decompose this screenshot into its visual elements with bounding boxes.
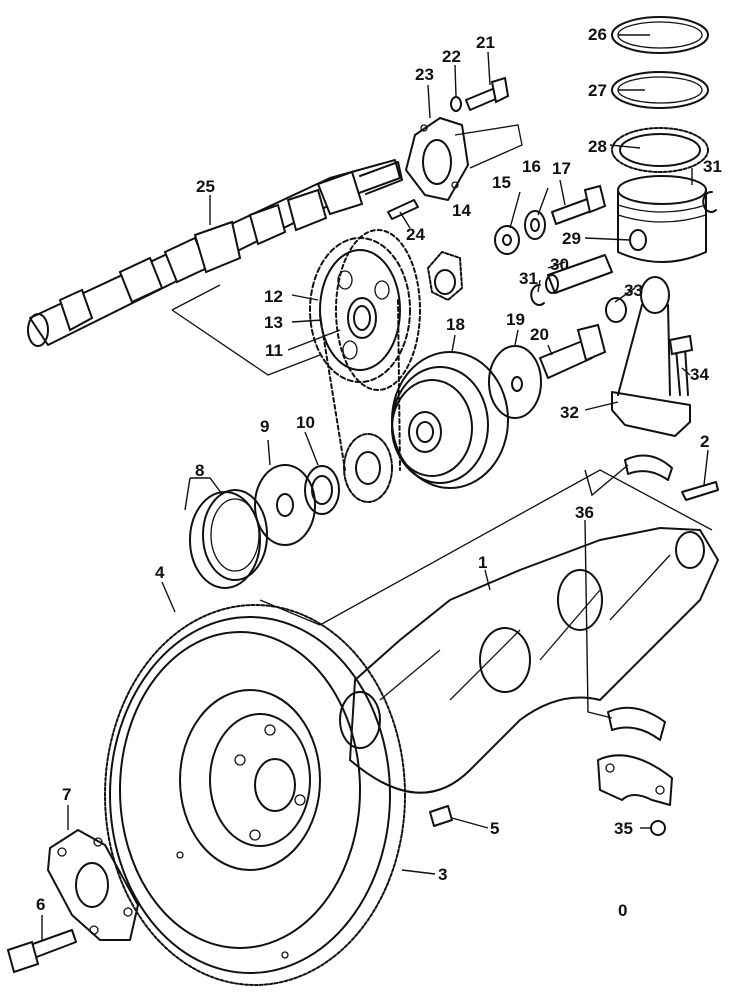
camshaft-sprocket (309, 237, 411, 383)
bearing-shell-36-lower (607, 706, 666, 741)
spacer-10 (304, 465, 340, 515)
washer-16 (524, 210, 546, 240)
piston-ring-27 (611, 71, 709, 109)
flywheel-bolt-6 (6, 929, 77, 974)
callout-12: 12 (264, 287, 283, 306)
piston-ring-26 (611, 16, 709, 54)
washer-16-inner (530, 218, 540, 232)
bolt-17 (551, 184, 607, 225)
small-end-bush-33 (605, 297, 627, 323)
callout-32: 32 (560, 403, 579, 422)
bolt-21 (465, 76, 510, 111)
callout-26: 26 (588, 25, 607, 44)
callout-3: 3 (438, 865, 447, 884)
callout-35: 35 (614, 819, 633, 838)
callout-17: 17 (552, 159, 571, 178)
connecting-rod (611, 276, 691, 437)
washer-22 (450, 96, 462, 112)
callout-7: 7 (62, 785, 71, 804)
callout-9: 9 (260, 417, 269, 436)
callout-20: 20 (530, 325, 549, 344)
dowel-pin-5 (429, 805, 453, 827)
thrust-washers-8 (189, 489, 268, 589)
callout-31-upper: 31 (703, 157, 722, 176)
callout-11: 11 (265, 341, 283, 360)
distributor-drive-gear (427, 251, 463, 301)
camshaft (27, 159, 403, 347)
flywheel-plate-7 (47, 829, 139, 941)
rod-bolt-34 (668, 334, 694, 396)
callout-14: 14 (452, 201, 471, 220)
assembly-outline (454, 124, 523, 169)
callout-6: 6 (36, 895, 45, 914)
callout-5: 5 (490, 819, 499, 838)
callout-31-lower: 31 (519, 269, 538, 288)
callout-30: 30 (550, 255, 569, 274)
piston-pin-30 (545, 254, 613, 294)
callout-24: 24 (406, 225, 425, 244)
key-24 (387, 199, 419, 220)
corner-mark: 0 (618, 901, 627, 920)
callout-16: 16 (522, 157, 541, 176)
callout-4: 4 (155, 563, 165, 582)
callout-33: 33 (624, 281, 643, 300)
callout-13: 13 (264, 313, 283, 332)
pulley-washer-19 (488, 345, 542, 419)
flywheel (104, 604, 406, 986)
assembly-outline-crank (259, 469, 713, 626)
bearing-shell-36-upper (624, 454, 673, 481)
oil-ring-28 (611, 127, 709, 173)
assembly-outline-sprocket (171, 284, 321, 376)
callout-28: 28 (588, 137, 607, 156)
piston (617, 175, 707, 263)
callout-22: 22 (442, 47, 461, 66)
oil-ring-28-inner (619, 133, 701, 167)
crankshaft (339, 527, 719, 794)
callout-21: 21 (476, 33, 495, 52)
nut-35 (650, 820, 666, 836)
leader-lines (41, 34, 709, 940)
callout-15: 15 (492, 173, 511, 192)
spacer-15-inner (502, 234, 512, 246)
callout-2: 2 (700, 432, 709, 451)
woodruff-key-2 (681, 481, 719, 501)
callout-25: 25 (196, 177, 215, 196)
callout-1: 1 (478, 553, 487, 572)
callout-27: 27 (588, 81, 607, 100)
callout-labels: 1 2 3 4 5 6 7 8 9 10 11 12 13 14 15 16 1… (36, 25, 722, 920)
spacer-15 (494, 225, 520, 255)
camshaft-thrust-plate (405, 117, 469, 201)
callout-10: 10 (296, 413, 315, 432)
callout-29: 29 (562, 229, 581, 248)
crankshaft-sprocket (343, 433, 393, 503)
pulley-bolt-20 (539, 323, 607, 379)
callout-19: 19 (506, 310, 525, 329)
circlip-31-lower (530, 283, 545, 306)
crankshaft-pulley (391, 351, 509, 489)
callout-8: 8 (195, 461, 204, 480)
callout-34: 34 (690, 365, 709, 384)
bearing-cap (597, 754, 673, 806)
circlip-31-upper (702, 190, 717, 213)
callout-18: 18 (446, 315, 465, 334)
oil-slinger-9 (254, 464, 316, 546)
callout-36: 36 (575, 503, 594, 522)
callout-23: 23 (415, 65, 434, 84)
